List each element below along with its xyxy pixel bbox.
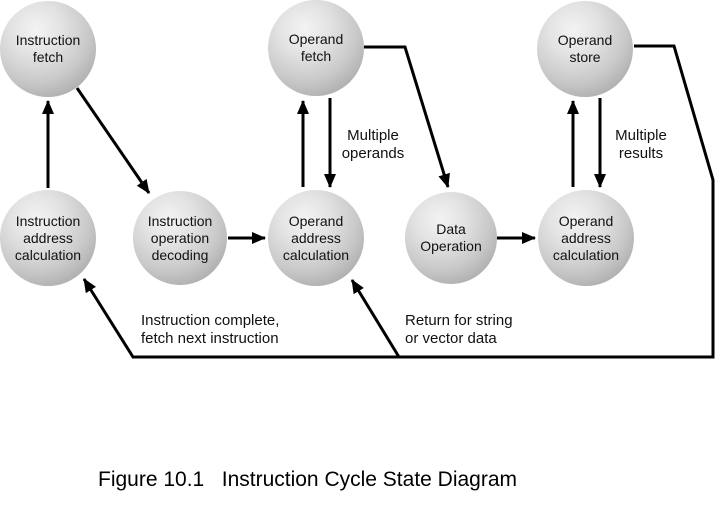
node-operand-address-calculation: Operand address calculation <box>268 190 364 286</box>
edge-if-to-iod <box>75 87 151 194</box>
node-label: Operand address calculation <box>282 212 350 263</box>
edge-label-return-for-string: Return for string or vector data <box>405 312 513 347</box>
node-operand-address-calculation-2: Operand address calculation <box>538 190 634 286</box>
node-label: Operand fetch <box>288 31 344 64</box>
node-label: Instruction operation decoding <box>147 212 213 263</box>
node-label: Operand address calculation <box>552 212 620 263</box>
node-label: Operand store <box>557 32 613 65</box>
figure-caption: Figure 10.1 Instruction Cycle State Diag… <box>98 468 518 491</box>
edge-of-to-do <box>364 45 450 188</box>
edge-return-branch-to-oac <box>350 279 401 358</box>
node-label: Instruction fetch <box>15 32 81 65</box>
edge-label-multiple-results: Multiple results <box>615 127 667 162</box>
node-operand-store: Operand store <box>537 1 633 97</box>
node-instruction-operation-decoding: Instruction operation decoding <box>133 191 227 285</box>
edge-os-return-to-iac <box>82 44 715 359</box>
node-data-operation: Data Operation <box>405 192 497 284</box>
edge-label-multiple-operands: Multiple operands <box>341 127 405 162</box>
node-label: Data Operation <box>420 221 482 254</box>
node-instruction-fetch: Instruction fetch <box>0 1 96 97</box>
node-instruction-address-calculation: Instruction address calculation <box>0 190 96 286</box>
node-operand-fetch: Operand fetch <box>268 0 364 96</box>
node-label: Instruction address calculation <box>14 212 82 263</box>
edge-label-instruction-complete: Instruction complete, fetch next instruc… <box>141 312 280 347</box>
